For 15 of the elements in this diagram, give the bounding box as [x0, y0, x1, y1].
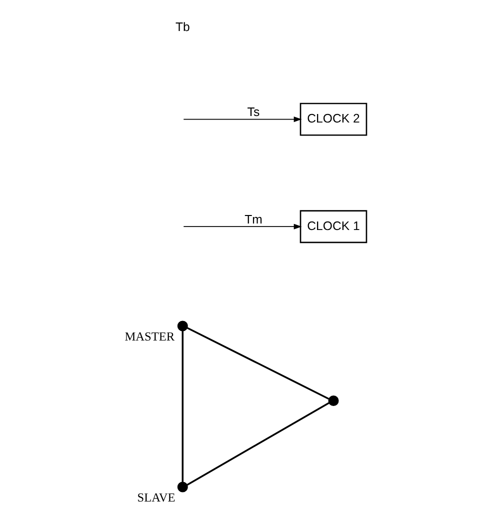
node-label: SLAVE — [136, 490, 175, 505]
label: Tb — [174, 20, 190, 34]
connector — [181, 330, 184, 482]
node-circle — [328, 396, 338, 406]
edge-label: Tm — [244, 212, 262, 226]
edge-label: Ts — [246, 104, 260, 119]
node-box: CLOCK 1 — [299, 210, 367, 244]
connector — [186, 327, 329, 400]
node-label: MASTER — [124, 330, 174, 344]
node-circle — [176, 482, 188, 492]
node-circle — [176, 320, 188, 332]
arrow — [182, 116, 302, 122]
arrow — [182, 224, 302, 230]
node-box: CLOCK 2 — [299, 102, 367, 136]
connector — [186, 402, 329, 486]
